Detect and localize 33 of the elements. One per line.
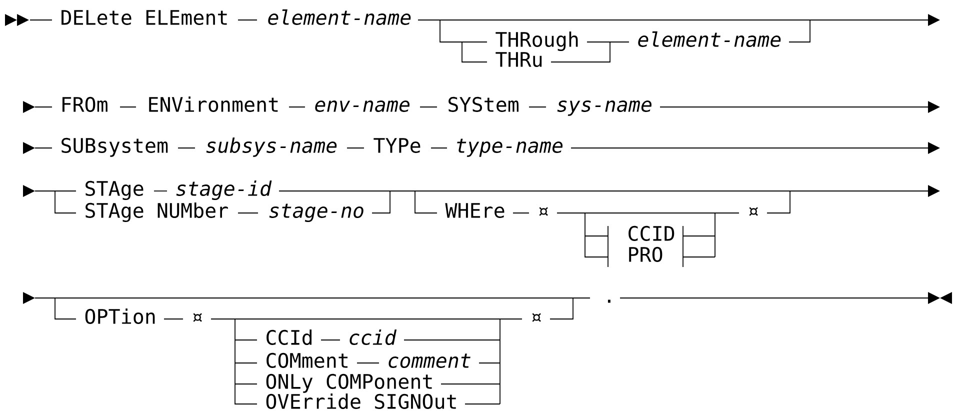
- separator-symbol: ¤: [532, 313, 541, 322]
- keyword-label: FROm: [62, 96, 108, 112]
- separator-symbol: ¤: [193, 313, 202, 322]
- parameter-label: stage-id: [176, 180, 272, 200]
- keyword-label: THRough: [496, 32, 578, 52]
- parameter-label: element-name: [268, 9, 411, 25]
- parameter-label: comment: [388, 354, 470, 368]
- parameter-label: sys-name: [557, 100, 652, 116]
- keyword-label: STAge NUMber: [86, 202, 228, 222]
- keyword-label: DELete ELEment: [62, 10, 227, 25]
- keyword-label: OPTion: [85, 308, 155, 324]
- parameter-label: type-name: [457, 138, 563, 157]
- keyword-label: SYStem: [448, 96, 518, 112]
- keyword-label: THRu: [496, 52, 542, 67]
- keyword-label: STAge: [86, 180, 144, 200]
- keyword-label: OVErride SIGNOut: [266, 394, 456, 409]
- parameter-label: element-name: [638, 31, 781, 47]
- keyword-label: PRO: [629, 246, 662, 262]
- parameter-label: env-name: [315, 100, 410, 112]
- keyword-label: SUBsystem: [62, 138, 168, 157]
- parameter-label: subsys-name: [206, 138, 337, 157]
- terminator-period: .: [608, 300, 610, 303]
- keyword-label: COMment: [266, 352, 348, 368]
- separator-symbol: ¤: [539, 207, 548, 216]
- parameter-label: stage-no: [269, 204, 364, 222]
- keyword-label: ONLy COMPonent: [266, 374, 432, 393]
- keyword-label: CCID: [628, 226, 674, 241]
- separator-symbol: ¤: [749, 207, 758, 216]
- keyword-label: WHEre: [445, 203, 504, 218]
- keyword-label: TYPe: [374, 138, 420, 153]
- keyword-label: CCId: [266, 330, 312, 345]
- parameter-label: ccid: [350, 330, 397, 345]
- keyword-label: ENVironment: [149, 96, 278, 112]
